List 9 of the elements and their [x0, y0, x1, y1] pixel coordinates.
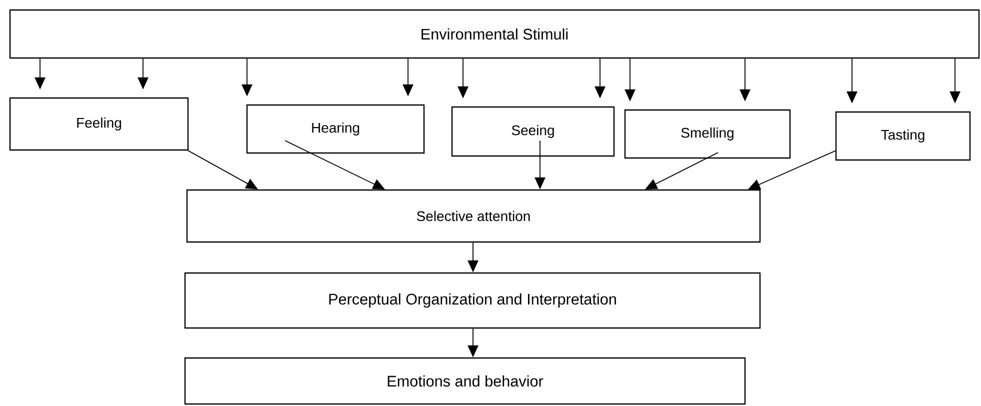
process-box: Tasting	[835, 111, 971, 161]
stimuli-bar: Environmental Stimuli	[9, 9, 980, 59]
process-box: Perceptual Organization and Interpretation	[184, 272, 761, 329]
process-box: Smelling	[624, 109, 791, 159]
process-box: Selective attention	[186, 189, 761, 243]
process-box: Emotions and behavior	[184, 357, 746, 405]
process-box: Hearing	[246, 104, 425, 154]
process-box: Seeing	[451, 106, 615, 157]
process-box: Feeling	[9, 97, 189, 151]
